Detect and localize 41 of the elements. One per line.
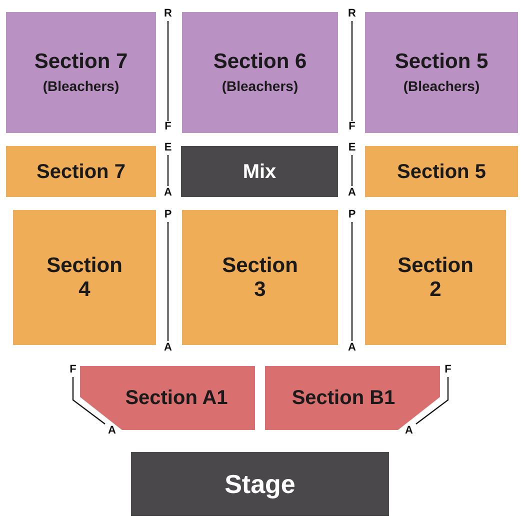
row-letter: F [164, 122, 172, 132]
section-note: (Bleachers) [222, 79, 298, 95]
seating-section [182, 210, 338, 345]
seating-section [6, 146, 156, 197]
row-letter: P [348, 210, 356, 220]
seating-section [13, 210, 156, 345]
section-note: (Bleachers) [403, 79, 480, 95]
row-letter: F [348, 122, 356, 132]
row-letter: R [348, 8, 356, 20]
seating-section [365, 12, 518, 133]
seating-section [181, 146, 338, 197]
section-name: Section 7 [36, 160, 126, 182]
row-letter: F [444, 364, 452, 376]
section-name: Stage [224, 470, 296, 498]
row-letter: A [405, 426, 413, 436]
section-name: Section B1 [292, 387, 396, 409]
section-name: Section A1 [125, 387, 228, 409]
row-letter: R [164, 8, 172, 20]
row-letter: P [164, 210, 172, 220]
stage-block [131, 452, 389, 516]
row-letter: A [164, 342, 172, 354]
seating-section [365, 146, 518, 197]
section-name: Section 5 [394, 50, 488, 74]
seating-section [6, 12, 156, 133]
section-name: Section 3 [221, 254, 299, 301]
seating-section [182, 12, 338, 133]
row-letter: E [164, 142, 172, 154]
row-letter: A [164, 188, 172, 198]
section-name: Section 4 [46, 254, 124, 301]
section-note: (Bleachers) [42, 79, 120, 95]
section-name: Mix [242, 160, 276, 182]
row-letter: E [348, 142, 356, 154]
row-letter: A [108, 426, 116, 436]
section-name: Section 2 [396, 254, 474, 301]
row-letter: A [348, 188, 356, 198]
section-name: Section 5 [397, 160, 486, 182]
row-letter: A [348, 342, 356, 354]
section-name: Section 6 [213, 50, 307, 74]
seating-section [365, 210, 506, 345]
row-letter: F [70, 364, 76, 376]
section-name: Section 7 [34, 50, 128, 74]
